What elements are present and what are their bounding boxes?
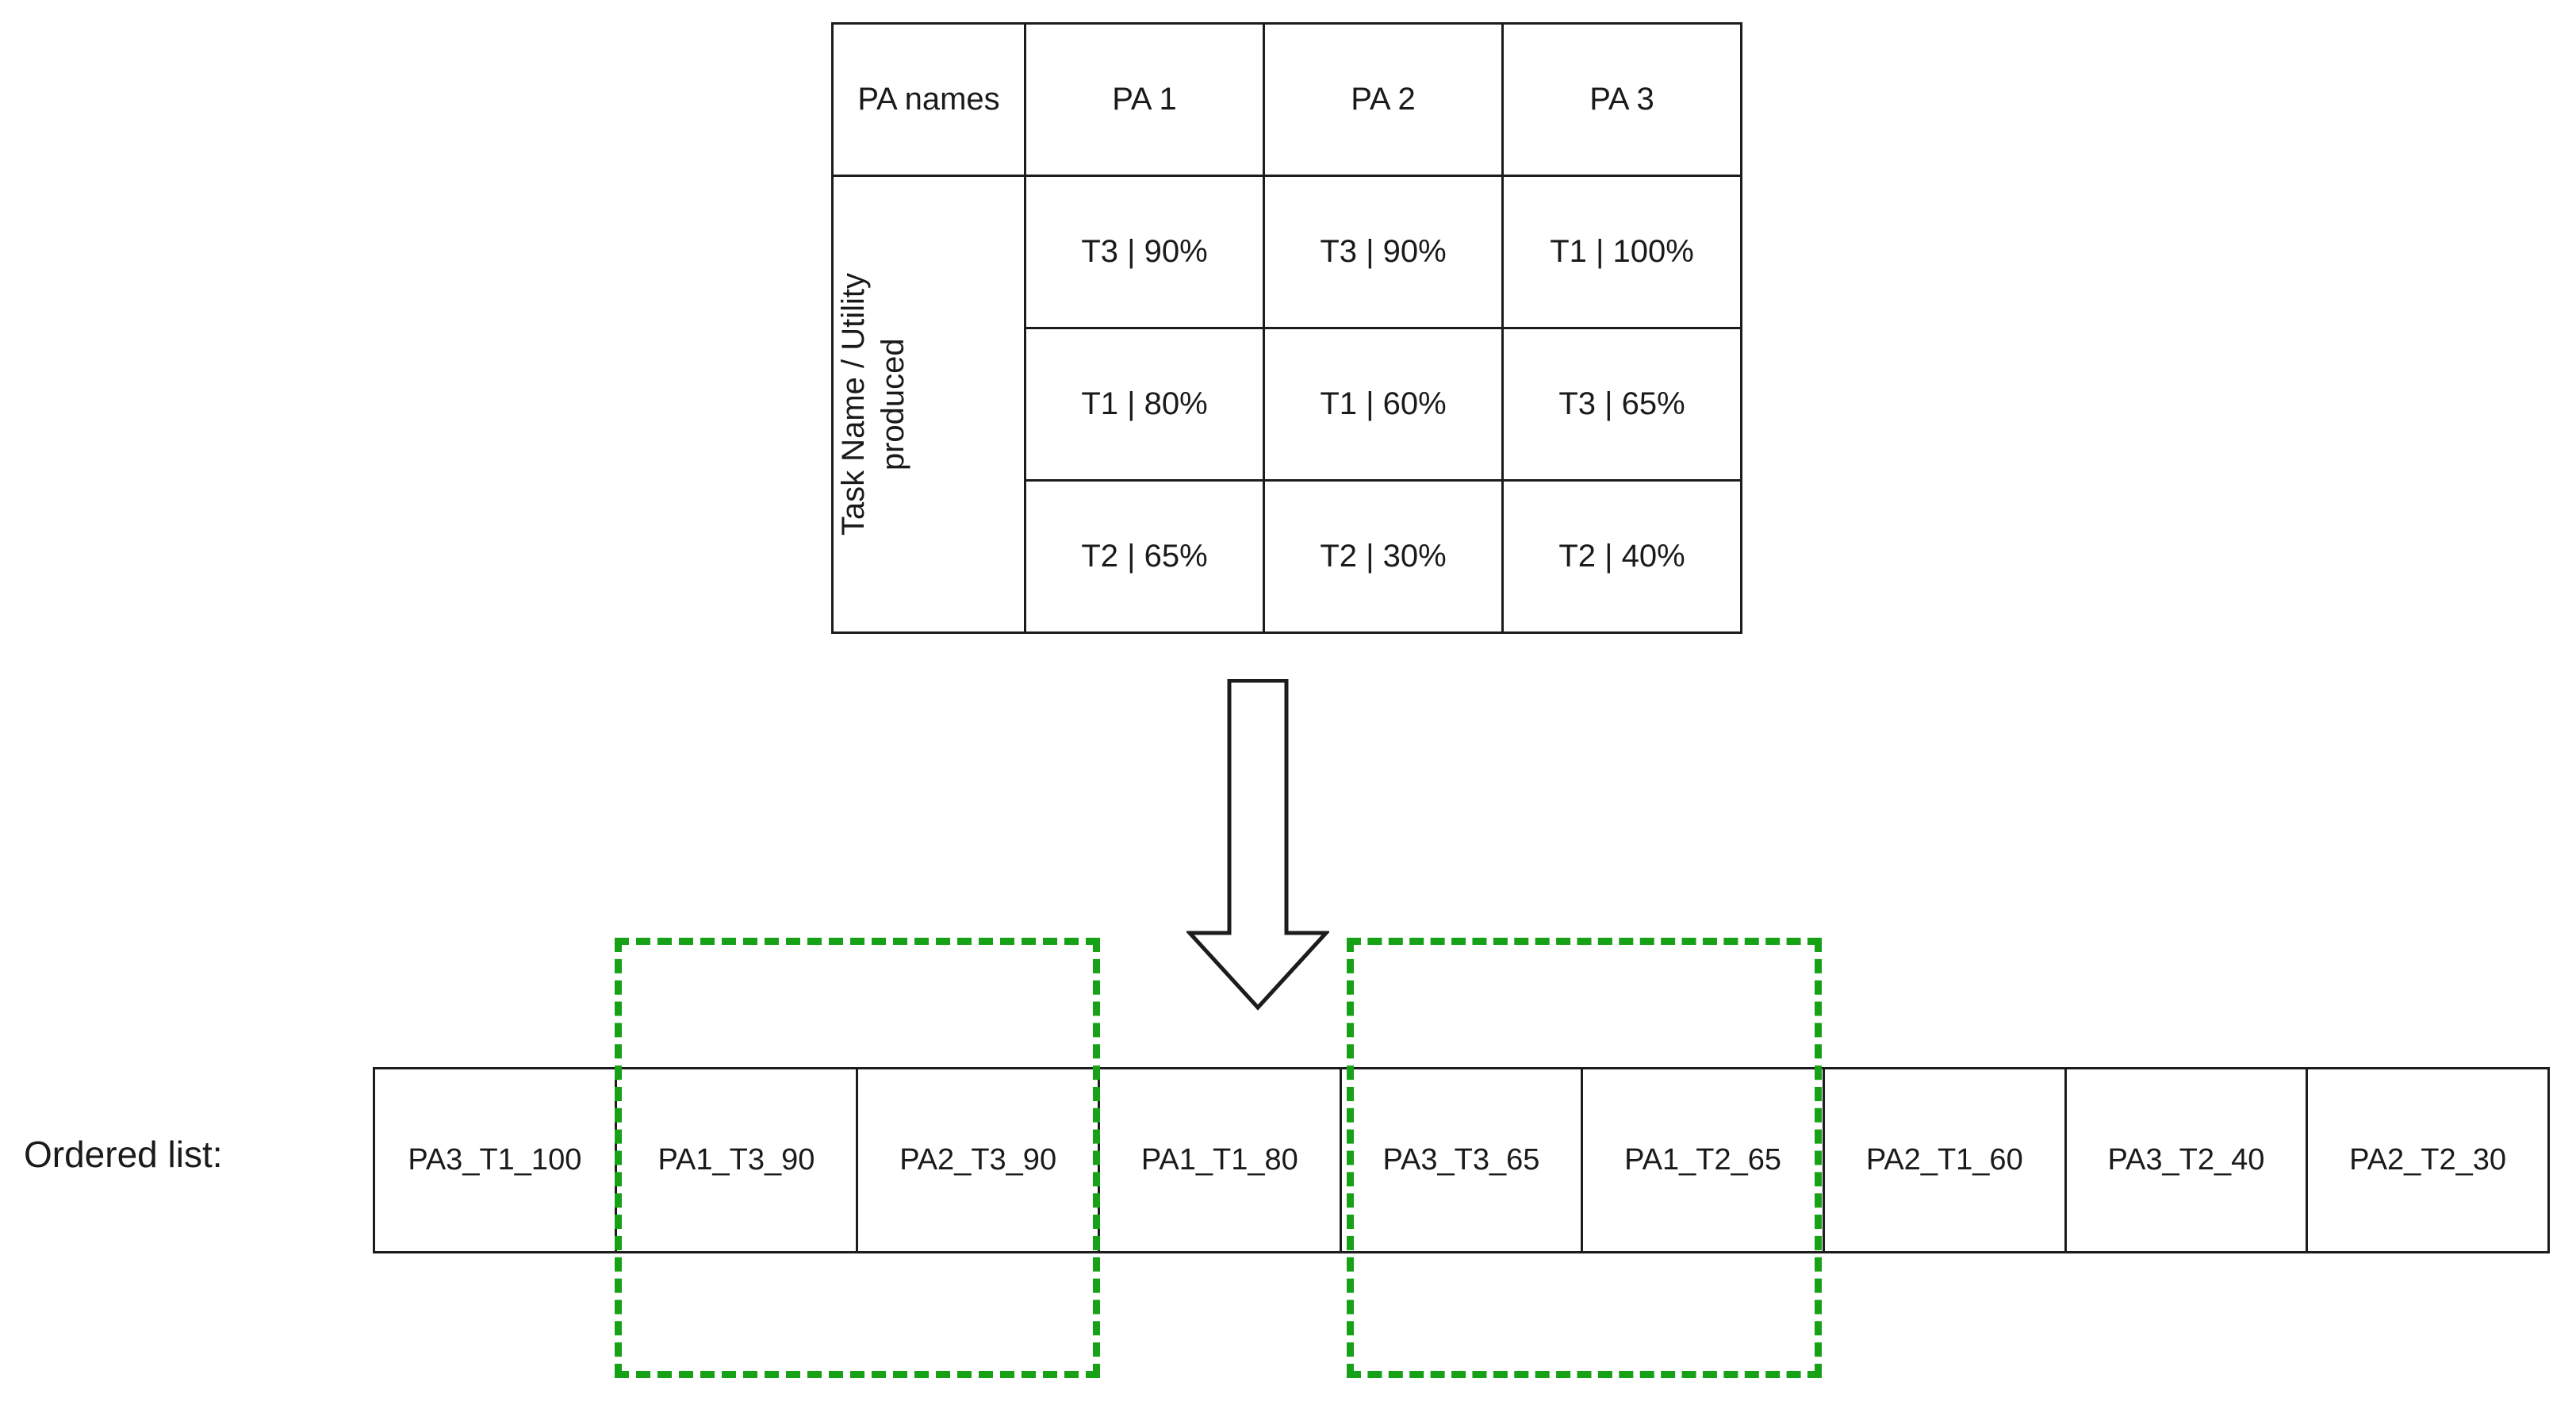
header-cell-pa-names: PA names [831,22,1026,177]
list-item-9: PA2_T2_30 [2306,1067,2550,1253]
list-item-5: PA3_T3_65 [1339,1067,1584,1253]
table-row: T2 | 65% T2 | 30% T2 | 40% [833,479,1742,634]
ordered-list-strip: PA3_T1_100 PA1_T3_90 PA2_T3_90 PA1_T1_80… [373,1067,2550,1253]
cell-pa3-r2: T3 | 65% [1501,327,1742,482]
cell-pa1-r3: T2 | 65% [1024,479,1265,634]
pa-task-utility-table: PA names PA 1 PA 2 PA 3 Task Name / Util… [831,22,1742,634]
cell-pa2-r3: T2 | 30% [1263,479,1504,634]
header-cell-pa-1: PA 1 [1024,22,1265,177]
list-item-8: PA3_T2_40 [2064,1067,2309,1253]
table-row: Task Name / Utility produced T3 | 90% T3… [831,175,1742,634]
header-cell-pa-3: PA 3 [1501,22,1742,177]
cell-pa2-r1: T3 | 90% [1263,175,1504,329]
table-row: T1 | 80% T1 | 60% T3 | 65% [833,327,1742,482]
list-item-3: PA2_T3_90 [856,1067,1100,1253]
list-item-4: PA1_T1_80 [1097,1067,1342,1253]
down-arrow-shape [1186,679,1329,1011]
ordered-list-row: PA3_T1_100 PA1_T3_90 PA2_T3_90 PA1_T1_80… [373,1067,2550,1253]
down-arrow-icon [1186,679,1329,1011]
list-item-2: PA1_T3_90 [614,1067,859,1253]
cell-pa2-r2: T1 | 60% [1263,327,1504,482]
header-cell-pa-2: PA 2 [1263,22,1504,177]
cell-pa3-r1: T1 | 100% [1501,175,1742,329]
table-header-row: PA names PA 1 PA 2 PA 3 [831,22,1742,177]
cell-pa1-r1: T3 | 90% [1024,175,1265,329]
list-item-1: PA3_T1_100 [373,1067,617,1253]
cell-pa1-r2: T1 | 80% [1024,327,1265,482]
ordered-list-label: Ordered list: [24,1134,223,1175]
list-item-7: PA2_T1_60 [1822,1067,2067,1253]
cell-pa3-r3: T2 | 40% [1501,479,1742,634]
row-group-label-cell: Task Name / Utility produced [831,175,1026,634]
row-group-label-text: Task Name / Utility produced [836,272,910,536]
list-item-6: PA1_T2_65 [1581,1067,1825,1253]
